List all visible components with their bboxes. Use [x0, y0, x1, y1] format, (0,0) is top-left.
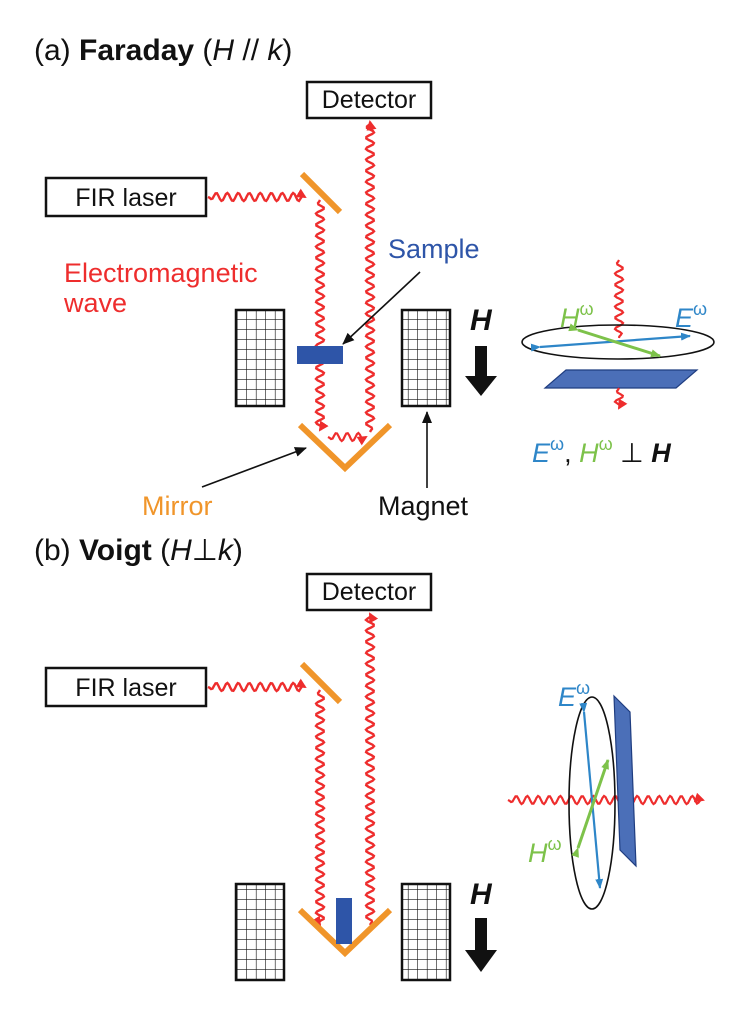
inset-wave-top-a [613, 259, 625, 339]
mirror-pointer-arrow [201, 447, 307, 488]
mirror-label: Mirror [142, 491, 212, 521]
panel-a: (a) Faraday (H // k) Detector FIR laser … [34, 34, 715, 521]
detector-box-a: Detector [305, 80, 433, 120]
magnet-right-a [400, 308, 452, 408]
wave-across-bottom-mirror-a [327, 431, 368, 446]
wave-laser-to-mirror-a [207, 188, 307, 203]
h-omega-label-b: Hω [528, 834, 562, 868]
e-field-vector-b [579, 702, 604, 889]
bottom-mirror-a [297, 422, 393, 473]
voigt-polarization-inset: Eω Hω [507, 678, 705, 910]
bottom-mirror-b [297, 907, 393, 958]
sample-b [336, 898, 352, 944]
fir-laser-label-a: FIR laser [75, 184, 176, 212]
detector-label-b: Detector [322, 578, 416, 606]
magnet-label: Magnet [378, 491, 469, 521]
sample-label: Sample [388, 234, 480, 264]
fir-laser-label-b: FIR laser [75, 674, 176, 702]
detector-label-a: Detector [322, 86, 416, 114]
wave-laser-to-mirror-b [207, 678, 307, 693]
wave-up-to-detector-b [364, 612, 379, 926]
field-direction-arrow-a [465, 346, 497, 396]
panel-b: (b) Voigt (H⊥k) Detector FIR laser H [34, 534, 705, 982]
field-direction-arrow-b [465, 918, 497, 972]
inset-wave-b [507, 792, 705, 806]
e-omega-label-a: Eω [675, 299, 707, 333]
field-label-b: H [470, 878, 493, 911]
wave-up-to-detector-a [364, 120, 377, 433]
faraday-polarization-inset: Hω Eω Eω, Hω ⊥ H [521, 259, 715, 468]
wave-label-line2: wave [63, 288, 127, 318]
detector-box-b: Detector [305, 572, 433, 612]
magnet-right-b [400, 882, 452, 982]
panel-a-title: (a) Faraday (H // k) [34, 34, 292, 67]
wave-down-to-bottom-mirror-b [311, 689, 326, 927]
magnet-left-a [234, 308, 286, 408]
magnet-left-b [234, 882, 286, 982]
polarization-ellipse-b [568, 696, 616, 910]
polarization-relation-label: Eω, Hω ⊥ H [532, 434, 671, 468]
h-field-vector-b [571, 759, 610, 858]
top-mirror-b [299, 661, 343, 705]
e-omega-label-b: Eω [558, 678, 590, 712]
h-field-vector-a [568, 323, 661, 358]
wave-label-line1: Electromagnetic [64, 258, 258, 288]
fir-laser-box-b: FIR laser [44, 666, 208, 708]
top-mirror-a [299, 171, 343, 215]
panel-b-title: (b) Voigt (H⊥k) [34, 534, 243, 567]
inset-wave-bottom-a [613, 387, 628, 410]
wave-down-to-bottom-mirror-a [314, 199, 329, 432]
sample-a [297, 346, 343, 364]
inset-sample-plate-b [613, 694, 637, 868]
field-label-a: H [470, 304, 493, 337]
h-omega-label-a: Hω [560, 299, 594, 333]
sample-pointer-arrow [342, 271, 421, 345]
inset-sample-plate-a [543, 369, 699, 389]
fir-laser-box-a: FIR laser [44, 176, 208, 218]
